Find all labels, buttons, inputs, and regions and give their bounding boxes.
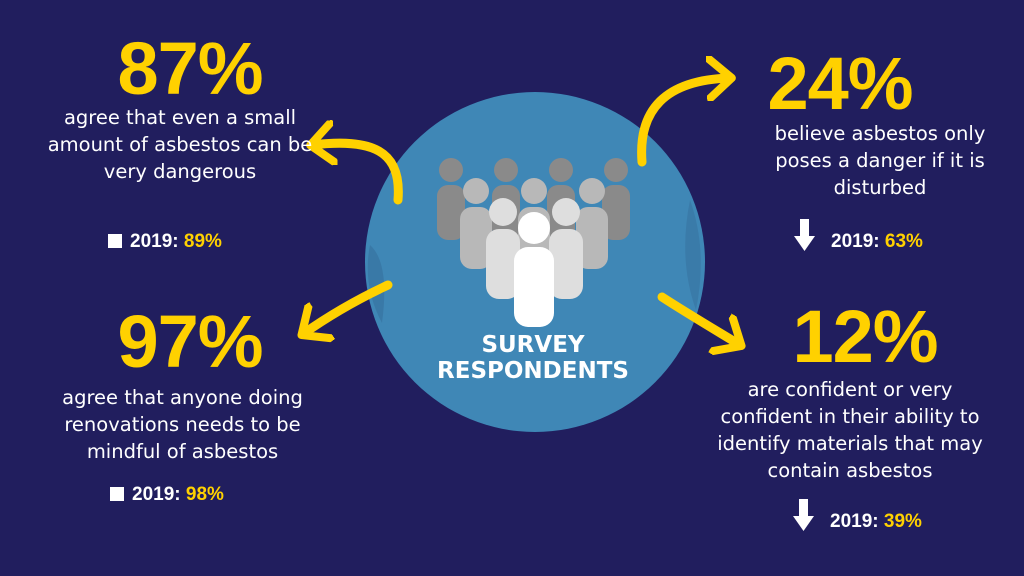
stat-text-bottom-left: agree that anyone doing renovations need… — [62, 386, 303, 463]
comparison-value: 89% — [183, 231, 222, 252]
down-arrow-icon — [793, 499, 814, 531]
stat-percent-bottom-left: 97% — [117, 300, 263, 383]
square-icon — [108, 234, 122, 248]
comparison-year: 2019: — [130, 231, 179, 252]
stat-text-top-left: agree that even a small amount of asbest… — [47, 106, 313, 183]
center-label-line2: RESPONDENTS — [437, 358, 629, 384]
square-icon — [110, 487, 124, 501]
comparison-value: 98% — [185, 484, 224, 505]
stat-comparison-bottom-left: 2019: 98% — [110, 484, 224, 506]
stat-comparison-top-right: 2019: 63% — [831, 231, 923, 253]
center-label-line1: SURVEY — [481, 332, 585, 358]
comparison-year: 2019: — [132, 484, 181, 505]
stat-comparison-top-left: 2019: 89% — [108, 231, 222, 253]
arrow-to-bottom-left — [303, 280, 393, 334]
people-group-icon — [437, 158, 630, 327]
stat-percent-top-right: 24% — [767, 42, 913, 125]
comparison-value: 39% — [883, 511, 922, 532]
comparison-value: 63% — [884, 231, 923, 252]
stat-text-top-right: believe asbestos only poses a danger if … — [774, 122, 986, 199]
comparison-year: 2019: — [831, 231, 880, 252]
arrow-to-bottom-right — [657, 292, 740, 345]
stat-percent-top-left: 87% — [117, 27, 263, 110]
stat-comparison-bottom-right: 2019: 39% — [830, 511, 922, 533]
down-arrow-icon — [794, 219, 815, 251]
arrow-to-top-right — [637, 78, 730, 167]
stat-percent-bottom-right: 12% — [792, 295, 938, 378]
stat-text-bottom-right: are confident or very confident in their… — [717, 378, 983, 482]
comparison-year: 2019: — [830, 511, 879, 532]
center-label: SURVEY RESPONDENTS — [405, 332, 661, 384]
arrow-to-top-left — [312, 143, 403, 205]
